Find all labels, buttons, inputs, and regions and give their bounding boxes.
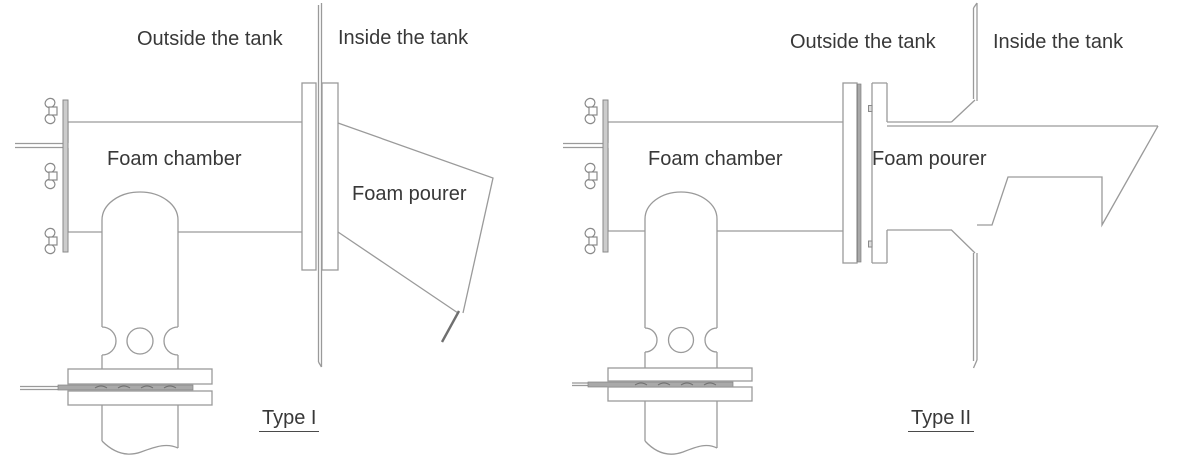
wing-nut (584, 97, 598, 125)
wing-nut (44, 162, 58, 190)
type1-inlet-flange (15, 97, 69, 255)
type2-inlet-flange (563, 97, 609, 255)
wing-nut (44, 97, 58, 125)
type1-outside-tank-label: Outside the tank (137, 28, 283, 50)
type2-foam-chamber-label: Foam chamber (648, 148, 783, 170)
type1-bottom-flange (20, 368, 213, 406)
type1-diagram (15, 3, 494, 455)
type1-inside-tank-label: Inside the tank (338, 27, 469, 49)
type2-wall-flange (842, 82, 888, 264)
wing-nut (584, 162, 598, 190)
type2-foam-chamber-body (607, 121, 843, 232)
type1-wall-flange (301, 82, 339, 271)
wing-nut (44, 227, 58, 255)
type1-caption: Type I (259, 408, 320, 432)
type1-foam-pourer-label: Foam pourer (352, 183, 467, 205)
type2-bottom-flange (572, 367, 753, 402)
type2-tank-wall-upper (951, 2, 978, 123)
type2-foam-pourer-duct (887, 121, 1159, 254)
type2-riser-pipe (644, 191, 718, 455)
type1-riser-pipe (101, 191, 179, 455)
type1-tank-wall (317, 3, 323, 368)
wing-nut (584, 227, 598, 255)
type2-foam-pourer-label: Foam pourer (872, 148, 987, 170)
type2-inside-tank-label: Inside the tank (993, 31, 1124, 53)
type2-outside-tank-label: Outside the tank (790, 31, 936, 53)
type2-diagram (563, 2, 1159, 455)
type1-foam-chamber-label: Foam chamber (107, 148, 242, 170)
type2-caption: Type II (908, 408, 975, 432)
type2-tank-wall-lower (972, 253, 978, 369)
type1-foam-pourer-cone (337, 122, 494, 343)
